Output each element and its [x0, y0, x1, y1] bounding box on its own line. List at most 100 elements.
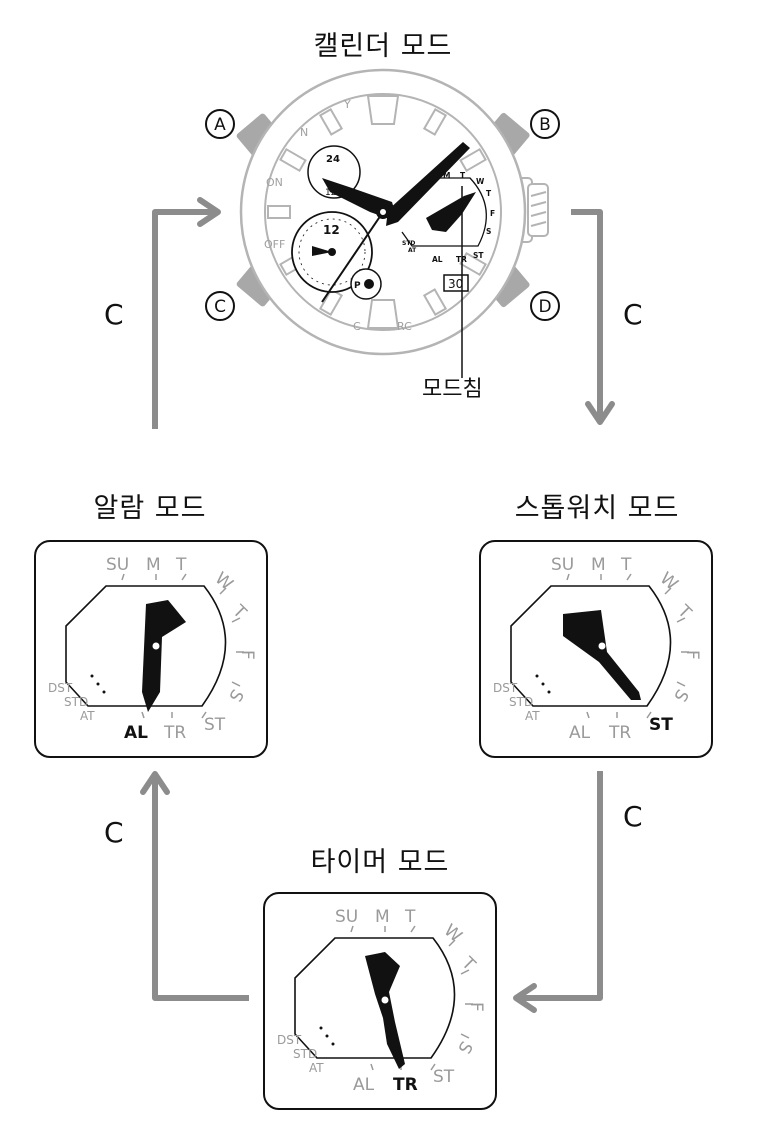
stopwatch-dial-mode-label: AL: [569, 723, 591, 743]
alarm-dial-mode-label: TR: [163, 723, 186, 743]
svg-text:P: P: [354, 281, 361, 291]
stopwatch-dial-tick: [646, 711, 652, 719]
timer-mode-title: 타이머 모드: [310, 847, 450, 878]
date-window: 30: [443, 274, 469, 292]
stopwatch-dial-mode-label: TR: [608, 723, 631, 743]
subdial-time: 12: [291, 211, 373, 293]
bezel-label-rc: RC: [397, 320, 412, 333]
button-b-label: B: [539, 115, 551, 135]
timer-dial-dot: [325, 1034, 329, 1038]
main-hands: [321, 142, 470, 303]
stopwatch-dial-dot: [535, 674, 539, 678]
alarm-dial-day-label: M: [146, 555, 161, 575]
svg-text:W: W: [476, 177, 485, 186]
timer-dial-setting-label: AT: [309, 1061, 324, 1075]
timer-dial-outline: [294, 937, 456, 1059]
alarm-dial-dot: [90, 674, 94, 678]
timer-dial-mode-label: ST: [433, 1067, 455, 1087]
svg-text:F: F: [490, 209, 495, 218]
bezel-markers: [267, 95, 487, 329]
stopwatch-dial-day-label: T: [620, 555, 632, 575]
alarm-dial-hand-pivot: [152, 642, 160, 650]
alarm-dial-day-label: T: [175, 555, 187, 575]
mode-hand-label: 모드침: [422, 377, 483, 402]
svg-text:M: M: [443, 171, 450, 180]
bezel-label-y: Y: [343, 98, 351, 111]
bezel-label-n: N: [300, 126, 308, 139]
button-d-label: D: [538, 297, 551, 317]
button-badges: A B C D: [205, 109, 560, 321]
svg-text:ST: ST: [473, 251, 484, 260]
alarm-dial-day-label: F: [237, 650, 257, 660]
timer-dial-day-label: F: [466, 1002, 486, 1012]
timer-dial-tick: [460, 1033, 470, 1039]
alarm-dial-mode-label: ST: [204, 715, 226, 735]
alarm-dial-tick: [219, 587, 227, 595]
alarm-dial-day-label: T: [228, 601, 251, 624]
stopwatch-dial-tick: [676, 617, 686, 623]
timer-dial-dot: [319, 1026, 323, 1030]
button-c-label: C: [214, 297, 226, 317]
stopwatch-dial-tick: [626, 573, 632, 581]
button-a-label: A: [214, 115, 226, 135]
timer-dial-mode-label: TR: [393, 1075, 418, 1095]
timer-dial-day-label: M: [375, 907, 390, 927]
stopwatch-dial-day-label: T: [673, 601, 696, 624]
svg-text:12: 12: [323, 223, 340, 237]
svg-text:24: 24: [326, 154, 340, 165]
timer-dial-day-label: SU: [335, 907, 358, 927]
svg-text:AL: AL: [432, 255, 443, 264]
alarm-dial-day-label: W: [211, 569, 237, 595]
arrowhead-timer-to-alarm: [140, 771, 170, 795]
timer-dial-dot: [331, 1042, 335, 1046]
alarm-dial-tick: [231, 681, 241, 687]
stopwatch-dial-tick: [664, 587, 672, 595]
bezel-label-off: OFF: [264, 238, 285, 251]
stopwatch-dial-dot: [541, 682, 545, 686]
stopwatch-dial-setting-label: AT: [525, 709, 540, 723]
timer-dial-tick: [448, 939, 456, 947]
alarm-dial-day-label: SU: [106, 555, 129, 575]
timer-dial-tick: [370, 1063, 374, 1071]
alarm-mode-title: 알람 모드: [93, 493, 207, 524]
svg-text:12: 12: [325, 188, 336, 198]
stopwatch-mode-title: 스톱워치 모드: [514, 493, 680, 524]
alarm-dial-mode-label: AL: [124, 723, 148, 743]
stopwatch-dial-day-label: W: [656, 569, 682, 595]
svg-text:AT: AT: [408, 247, 417, 254]
stopwatch-dial-dot: [547, 690, 551, 694]
alarm-dial-day-label: S: [224, 686, 247, 705]
stopwatch-dial-day-label: M: [591, 555, 606, 575]
svg-text:30: 30: [448, 277, 463, 291]
stopwatch-dial-tick: [566, 573, 570, 581]
arrow-timer-to-alarm: [152, 775, 249, 1001]
stopwatch-dial-tick: [676, 681, 686, 687]
stopwatch-dial-tick: [586, 711, 590, 719]
timer-dial-tick: [430, 1063, 436, 1071]
bezel-label-on: ON: [266, 176, 283, 189]
arrow-stopwatch-to-timer: [517, 771, 603, 1001]
watch-illustration: N Y ON OFF C RC 24 12 12 P M T W T F S S…: [205, 68, 560, 402]
stopwatch-dial-setting-label: STD: [509, 695, 533, 709]
alarm-dial-tick: [231, 617, 241, 623]
timer-dial-day-label: T: [404, 907, 416, 927]
timer-dial-setting-label: DST: [277, 1033, 302, 1047]
subdial-24h: 24 12: [307, 145, 361, 199]
arrowhead-stopwatch-to-timer: [513, 983, 537, 1013]
stopwatch-dial-day-label: SU: [551, 555, 574, 575]
c-button-label-left-top: C: [104, 298, 124, 331]
timer-dial-mode-label: AL: [353, 1075, 375, 1095]
svg-text:T: T: [460, 171, 466, 180]
alarm-dial-setting-label: AT: [80, 709, 95, 723]
calendar-mode-title: 캘린더 모드: [313, 31, 453, 62]
alarm-dial-tick: [141, 711, 145, 719]
stopwatch-dial-day-label: F: [682, 650, 702, 660]
subdial-power: P: [350, 268, 382, 300]
timer-dial-day-label: S: [453, 1038, 476, 1057]
timer-dial-hand-pivot: [381, 996, 389, 1004]
timer-dial-tick: [410, 925, 416, 933]
c-button-label-right-top: C: [623, 298, 643, 331]
